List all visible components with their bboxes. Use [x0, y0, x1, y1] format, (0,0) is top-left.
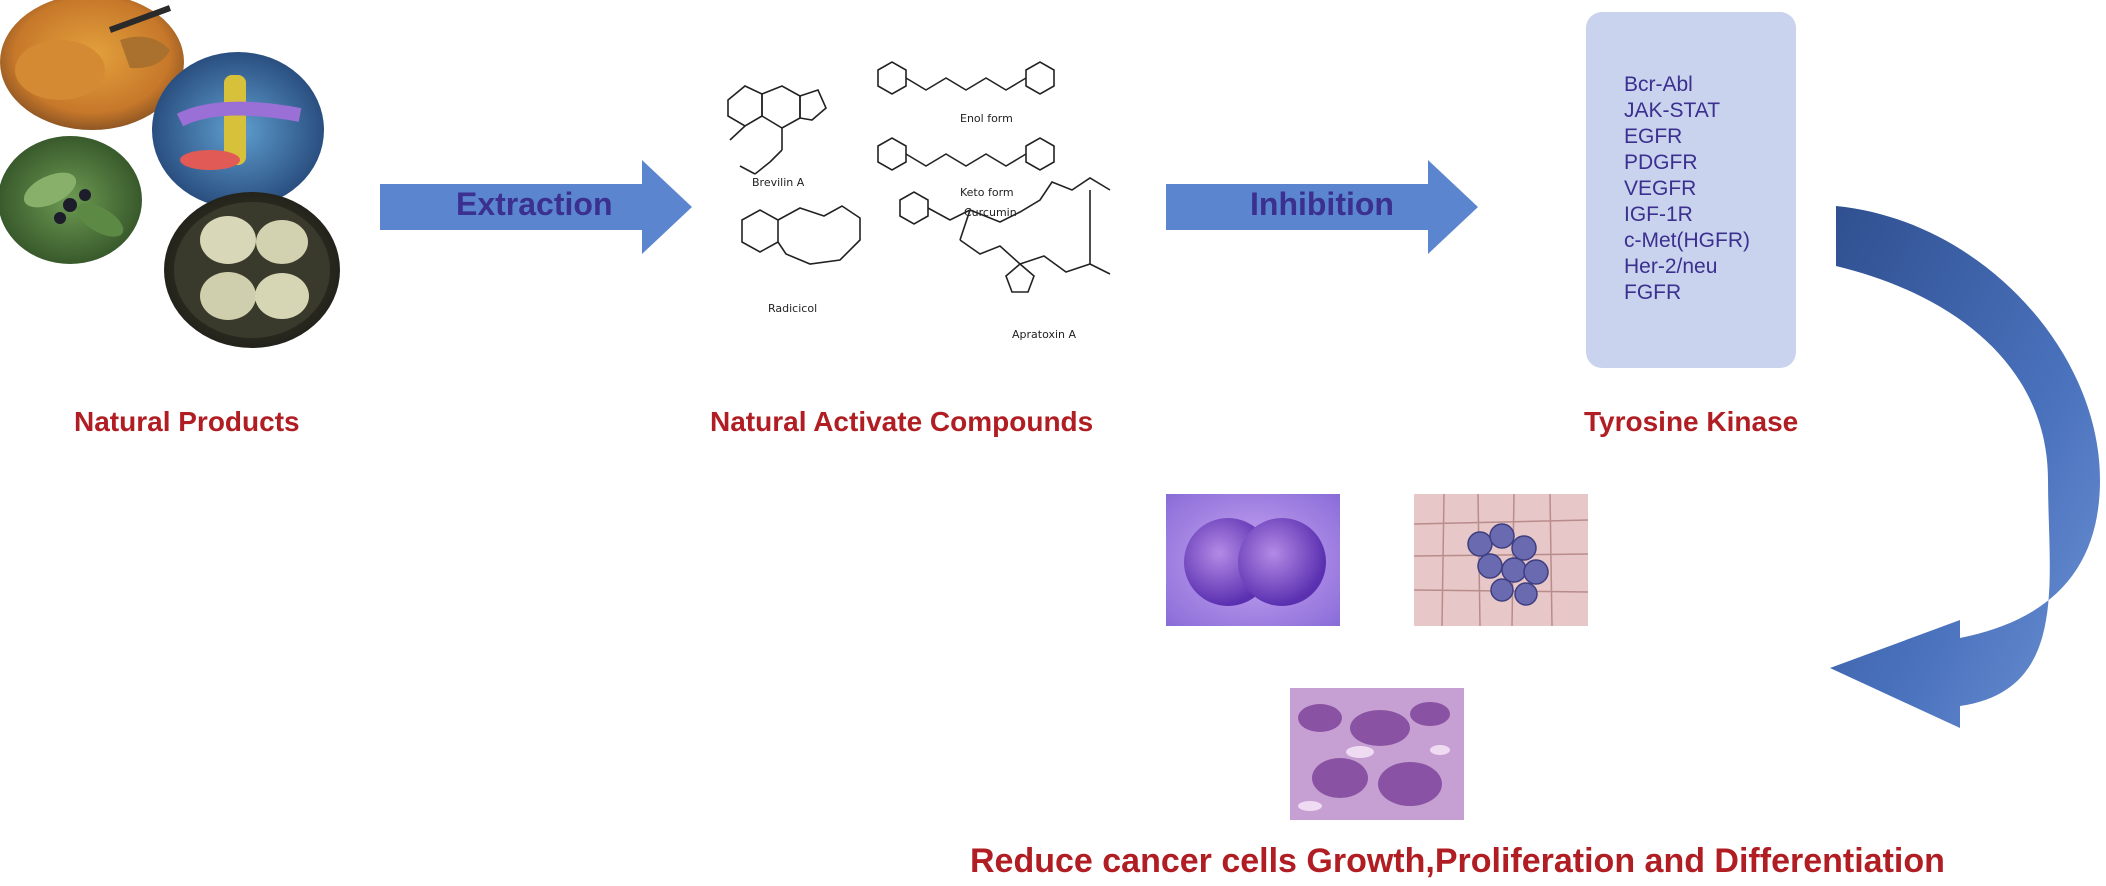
- kinase-list: Bcr-Abl JAK-STAT EGFR PDGFR VEGFR IGF-1R…: [1624, 72, 1750, 306]
- outcome-label: Reduce cancer cells Growth,Proliferation…: [970, 842, 1945, 880]
- tyrosine-kinase-box: [1586, 12, 1796, 368]
- enol-form-label: Enol form: [960, 112, 1013, 125]
- radicicol-label: Radicicol: [768, 302, 818, 315]
- natural-products-label: Natural Products: [74, 406, 300, 437]
- chemical-structures: [727, 61, 1111, 293]
- keto-form-label: Keto form: [960, 186, 1014, 199]
- natural-compounds-label: Natural Activate Compounds: [710, 406, 1094, 437]
- fungi-petri-dish-photo: [164, 192, 340, 348]
- brevilin-a-structure: [727, 85, 827, 175]
- turmeric-photo: [0, 0, 184, 130]
- kinase-item: c-Met(HGFR): [1624, 229, 1750, 252]
- kinase-item: Her-2/neu: [1624, 255, 1718, 278]
- extraction-arrow: [380, 160, 692, 254]
- tyrosine-kinase-label: Tyrosine Kinase: [1584, 406, 1799, 437]
- kinase-item: PDGFR: [1624, 151, 1698, 174]
- kinase-item: JAK-STAT: [1624, 99, 1721, 122]
- inhibition-arrow: [1166, 160, 1478, 254]
- curcumin-structure: [877, 61, 1055, 171]
- tissue-cancer-cells-image: [1413, 493, 1589, 627]
- kinase-item: FGFR: [1624, 281, 1682, 304]
- curcumin-label: Curcumin: [964, 206, 1017, 219]
- apratoxin-a-label: Apratoxin A: [1012, 328, 1077, 341]
- radicicol-structure: [741, 205, 861, 265]
- brevilin-a-label: Brevilin A: [752, 176, 805, 189]
- natural-products-collage: [0, 0, 340, 348]
- inhibition-label: Inhibition: [1250, 186, 1394, 222]
- coral-reef-photo: [152, 52, 324, 208]
- curved-arrow: [1830, 206, 2100, 728]
- dividing-cancer-cell-image: [1166, 494, 1340, 626]
- extraction-label: Extraction: [456, 186, 613, 222]
- kinase-item: VEGFR: [1624, 177, 1697, 200]
- kinase-item: EGFR: [1624, 125, 1683, 148]
- apratoxin-a-structure: [899, 177, 1111, 293]
- kinase-item: Bcr-Abl: [1624, 73, 1693, 96]
- kinase-item: IGF-1R: [1624, 203, 1693, 226]
- histology-section-image: [1290, 688, 1464, 820]
- berry-plant-photo: [0, 136, 142, 264]
